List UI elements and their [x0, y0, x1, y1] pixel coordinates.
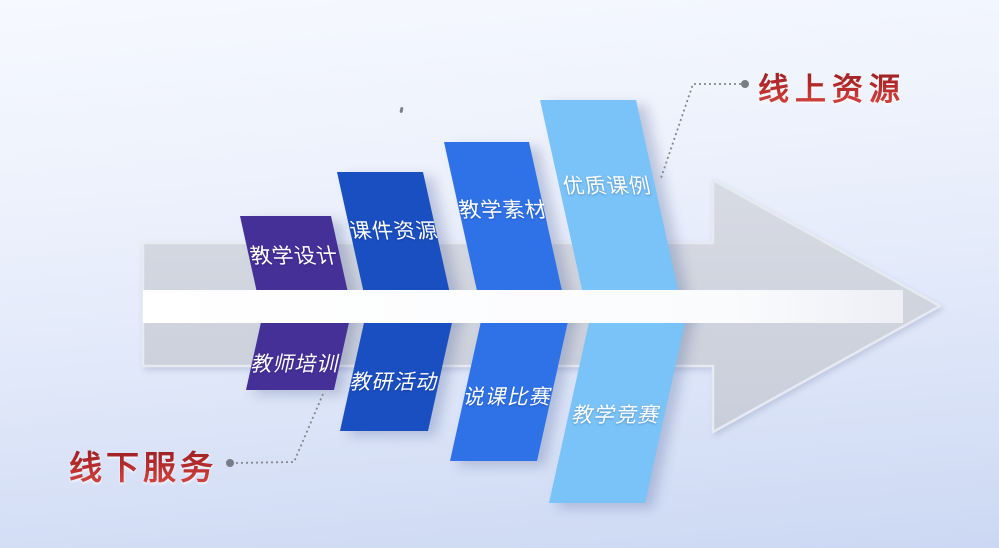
callout-label-offline: 线下服务: [69, 441, 217, 489]
callout-label-online: 线上资源: [758, 64, 906, 109]
connector-dot-online: [741, 80, 749, 88]
callout-connector-offline: [235, 393, 324, 464]
connector-dot-offline: [226, 459, 234, 467]
callout-connector-online: [660, 83, 741, 179]
arrow-highlight-stripe: [143, 290, 903, 323]
